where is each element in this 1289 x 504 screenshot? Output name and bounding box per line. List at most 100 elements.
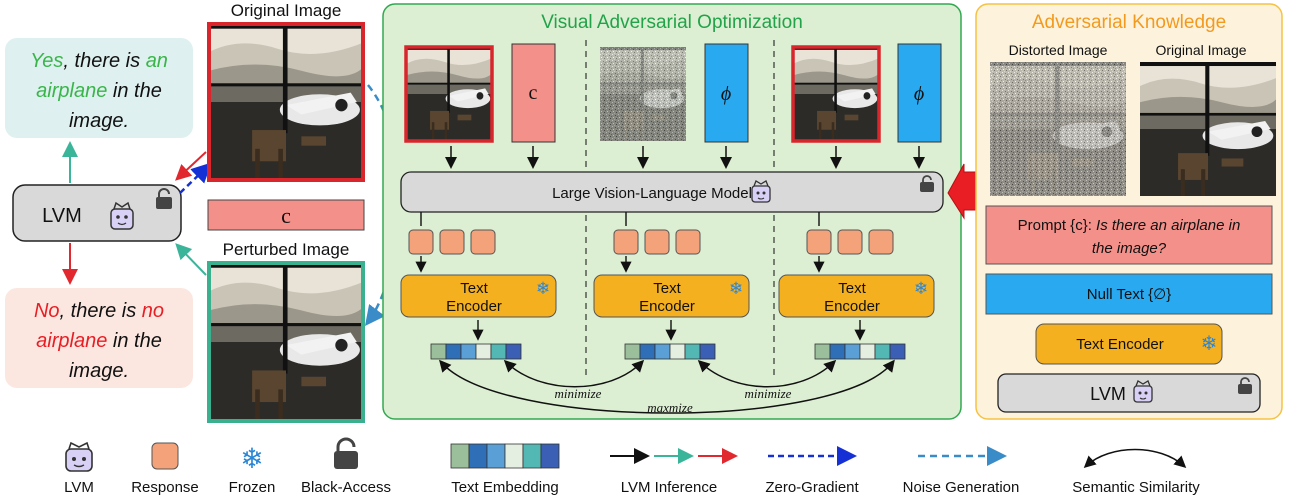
svg-text:c: c: [529, 82, 538, 104]
svg-text:LVM: LVM: [1090, 384, 1126, 404]
embedding-cell: [684, 343, 701, 360]
col1-image: [404, 45, 494, 143]
svg-text:LVM: LVM: [64, 479, 94, 496]
adversarial-knowledge-panel: Adversarial Knowledge Distorted Image Or…: [975, 3, 1283, 420]
embedding-cell: [624, 343, 641, 360]
lock-icon: [156, 188, 172, 209]
legend-zero-gradient: Zero-Gradient: [765, 446, 860, 496]
svg-text:Response: Response: [131, 479, 199, 496]
snowflake-icon: ❄: [240, 443, 263, 474]
embedding-cell: [505, 343, 522, 360]
embedding-cell: [486, 443, 506, 469]
embedding-cell: [468, 443, 488, 469]
response-tokens: [408, 229, 894, 255]
svg-text:Text: Text: [653, 280, 681, 297]
left-section: Yes, there is an airplane in the image. …: [5, 1, 402, 423]
robot-icon: [65, 441, 93, 472]
embedding-cell: [430, 343, 447, 360]
no-response-bubble: No, there is no airplane in the image.: [5, 288, 193, 388]
svg-text:the image?: the image?: [1092, 240, 1167, 257]
lock-icon: [1238, 377, 1252, 394]
snowflake-icon: ❄: [1201, 333, 1218, 355]
svg-text:Zero-Gradient: Zero-Gradient: [765, 479, 859, 496]
legend-black-access: Black-Access: [301, 437, 391, 496]
robot-icon: [751, 180, 771, 203]
svg-text:LVM: LVM: [42, 205, 82, 227]
legend-semantic-similarity: Semantic Similarity: [1072, 448, 1200, 496]
embedding-legend-strip: [450, 443, 560, 469]
embedding-cell: [460, 343, 477, 360]
legend-text-embedding: Text Embedding: [450, 443, 560, 496]
svg-text:airplane in the: airplane in the: [36, 80, 162, 102]
text-encoder-col1: Text Encoder ❄: [400, 274, 557, 318]
text-encoder-col2: Text Encoder ❄: [593, 274, 750, 318]
col3-image: [791, 45, 881, 143]
panel-title: Adversarial Knowledge: [1032, 12, 1226, 33]
embedding-cell: [504, 443, 524, 469]
svg-text:airplane in the: airplane in the: [36, 330, 162, 352]
svg-text:Encoder: Encoder: [446, 298, 502, 315]
svg-text:Noise Generation: Noise Generation: [903, 479, 1020, 496]
yes-word: Yes: [30, 50, 63, 72]
robot-icon: [110, 201, 134, 230]
large-vision-language-model-box: Large Vision-Language Model: [400, 171, 944, 213]
minimize-label-2: minimize: [745, 386, 792, 401]
embedding-cell: [490, 343, 507, 360]
embedding-cell: [475, 343, 492, 360]
minimize-label-1: minimize: [555, 386, 602, 401]
svg-text:ϕ: ϕ: [721, 83, 731, 105]
original-image: [207, 22, 365, 182]
snowflake-icon: ❄: [914, 279, 928, 298]
legend-response: Response: [131, 442, 199, 496]
svg-text:Black-Access: Black-Access: [301, 479, 391, 496]
arrow-original-to-lvm: [175, 151, 207, 181]
robot-icon: [1133, 380, 1153, 403]
svg-text:Text Encoder: Text Encoder: [1076, 336, 1164, 353]
svg-text:Prompt {c}: Is there an airpla: Prompt {c}: Is there an airplane in: [1018, 217, 1241, 234]
maximize-curve: [439, 359, 895, 414]
svg-text:Distorted Image: Distorted Image: [1009, 42, 1108, 58]
embedding-cell: [859, 343, 876, 360]
embedding-col3: [814, 343, 906, 360]
embedding-cell: [522, 443, 542, 469]
svg-text:ϕ: ϕ: [914, 83, 924, 105]
col3-null-phi: ϕ: [897, 43, 942, 143]
text-encoder-col3: Text Encoder ❄: [778, 274, 935, 318]
snowflake-icon: ❄: [536, 279, 550, 298]
zero-gradient-arrow: [179, 162, 212, 194]
col2-null-phi: ϕ: [704, 43, 749, 143]
legend-lvm-inference: LVM Inference: [610, 448, 738, 496]
legend-noise-generation: Noise Generation: [903, 446, 1020, 496]
distorted-image: [990, 62, 1126, 196]
embedding-cell: [639, 343, 656, 360]
embedding-cell: [889, 343, 906, 360]
right-text-encoder: Text Encoder ❄: [1035, 323, 1223, 365]
embedding-cell: [654, 343, 671, 360]
svg-text:Yes, there is an: Yes, there is an: [30, 50, 168, 72]
arrow-perturbed-to-lvm: [175, 243, 207, 276]
left-lvm-box: LVM: [12, 184, 182, 242]
svg-text:image.: image.: [69, 360, 129, 382]
embedding-cell: [699, 343, 716, 360]
prompt-box: Prompt {c}: Is there an airplane in the …: [985, 205, 1273, 265]
embedding-cell: [829, 343, 846, 360]
lock-icon: [334, 437, 358, 469]
maximize-label: maxmize: [647, 400, 693, 415]
svg-text:Encoder: Encoder: [639, 298, 695, 315]
legend-frozen: ❄ Frozen: [229, 443, 276, 496]
svg-text:Null Text {∅}: Null Text {∅}: [1087, 286, 1172, 303]
embedding-cell: [844, 343, 861, 360]
null-text-box: Null Text {∅}: [985, 273, 1273, 315]
perturbed-image: [207, 261, 365, 423]
col1-prompt-c: c: [511, 43, 556, 143]
original-image-right: [1140, 62, 1276, 196]
embedding-cell: [445, 343, 462, 360]
legend-lvm: LVM: [64, 441, 94, 496]
svg-text:Text: Text: [460, 280, 488, 297]
svg-text:Frozen: Frozen: [229, 479, 276, 496]
svg-text:Text: Text: [838, 280, 866, 297]
svg-text:image.: image.: [69, 110, 129, 132]
text-embeddings: [430, 343, 906, 360]
svg-text:c: c: [281, 203, 291, 228]
svg-text:LVM Inference: LVM Inference: [621, 479, 717, 496]
